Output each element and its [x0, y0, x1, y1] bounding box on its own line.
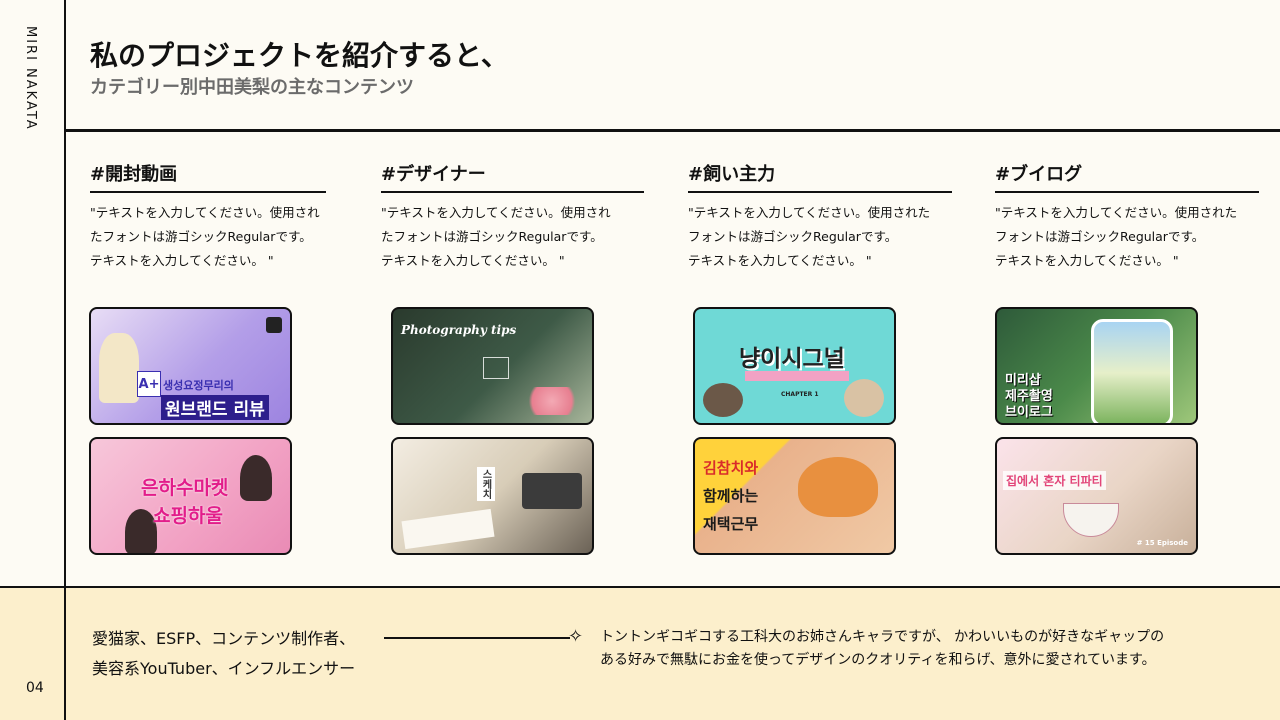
focus-frame-icon: [483, 357, 509, 379]
category-unboxing: #開封動画 "テキストを入力してください。使用され たフォントは游ゴシックReg…: [90, 160, 326, 273]
category-designer: #デザイナー "テキストを入力してください。使用され たフォントは游ゴシックRe…: [381, 160, 644, 273]
category-vlog: #ブイログ "テキストを入力してください。使用された フォントは游ゴシックReg…: [995, 160, 1259, 273]
left-divider: [64, 0, 66, 720]
thumbnail-jeju-vlog[interactable]: 미리샵 제주촬영 브이로그: [995, 307, 1198, 425]
thumbnail-tea-party[interactable]: 집에서 혼자 티파티 # 15 Episode: [995, 437, 1198, 555]
side-label: MIRI NAKATA: [23, 26, 38, 131]
phone-frame: [1091, 319, 1173, 423]
person-photo: [240, 455, 272, 501]
footer-keywords: 愛猫家、ESFP、コンテンツ制作者、 美容系YouTuber、インフルエンサー: [92, 629, 356, 678]
cat-image: [798, 457, 878, 517]
thumbnail-sketch[interactable]: 스케치: [391, 437, 594, 555]
category-description: "テキストを入力してください。使用され たフォントは游ゴシックRegularです…: [381, 205, 611, 268]
thumbnail-cat-signal[interactable]: 냥이시그널 CHAPTER 1: [693, 307, 896, 425]
flowers-image: [522, 387, 582, 415]
footer-description: トントンギコギコする工科大のお姉さんキャラですが、 かわいいものが好きなギャップ…: [600, 629, 1165, 668]
page-number: 04: [26, 680, 44, 696]
category-pet-owner: #飼い主力 "テキストを入力してください。使用された フォントは游ゴシックReg…: [688, 160, 952, 273]
page-title: 私のプロジェクトを紹介すると、: [90, 39, 509, 72]
notebook-image: [401, 508, 495, 550]
subtitle-bar: [745, 371, 849, 381]
category-description: "テキストを入力してください。使用された フォントは游ゴシックRegularです…: [995, 205, 1238, 268]
footer-divider: [0, 586, 1280, 588]
footer-band: [0, 588, 1280, 720]
person-photo: [125, 509, 157, 553]
footer-connector-line: [384, 637, 570, 639]
header-divider: [64, 129, 1280, 132]
laptop-image: [522, 473, 582, 509]
category-title: #飼い主力: [688, 160, 952, 193]
thumbnail-review[interactable]: A+ 생성요정무리의 원브랜드 리뷰: [89, 307, 292, 425]
category-title: #開封動画: [90, 160, 326, 193]
thumbnail-shopping-haul[interactable]: 은하수마켓 쇼핑하울: [89, 437, 292, 555]
category-title: #ブイログ: [995, 160, 1259, 193]
channel-logo-icon: [266, 317, 282, 333]
thumbnail-remote-work[interactable]: 김참치와 함께하는 재택근무: [693, 437, 896, 555]
category-title: #デザイナー: [381, 160, 644, 193]
cat-image: [844, 379, 884, 417]
thumbnail-photography-tips[interactable]: Photography tips: [391, 307, 594, 425]
teacup-image: [1063, 503, 1119, 537]
grade-badge: A+: [137, 371, 161, 397]
category-description: "テキストを入力してください。使用された フォントは游ゴシックRegularです…: [688, 205, 931, 268]
person-illustration: [99, 333, 139, 403]
cat-image: [703, 383, 743, 417]
category-description: "テキストを入力してください。使用され たフォントは游ゴシックRegularです…: [90, 205, 320, 268]
page-subtitle: カテゴリー別中田美梨の主なコンテンツ: [90, 77, 414, 98]
sparkle-icon: ✧: [568, 626, 584, 647]
